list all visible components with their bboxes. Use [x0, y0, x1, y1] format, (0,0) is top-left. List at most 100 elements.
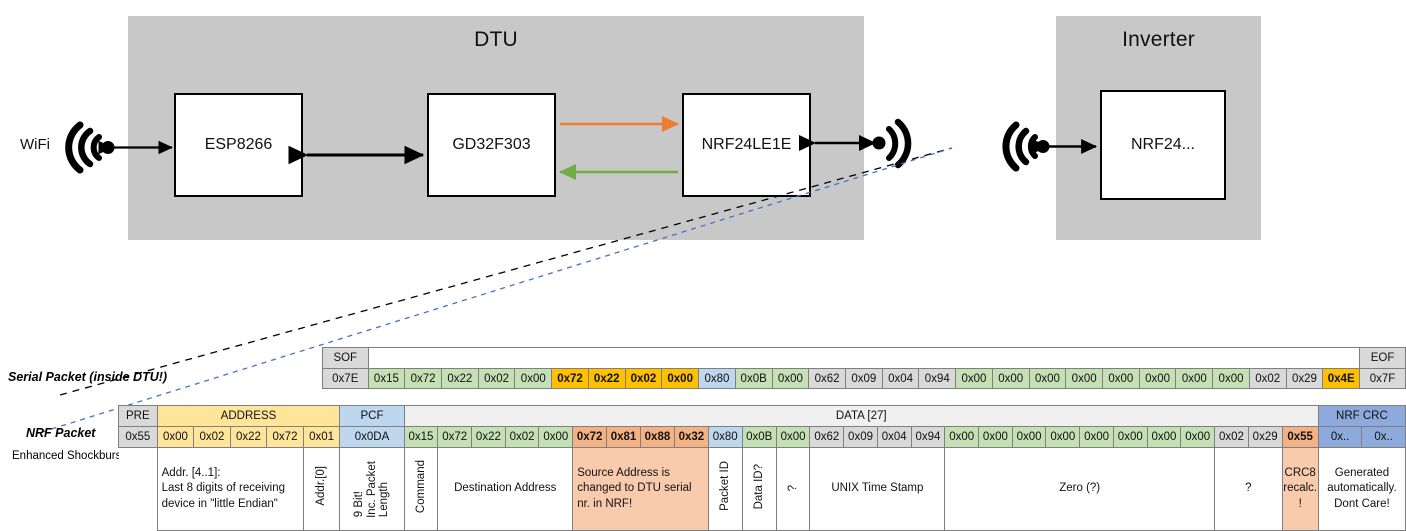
serial-byte-15: 0x94 [918, 368, 957, 389]
serial-byte-17: 0x00 [991, 368, 1030, 389]
serial-header-spacer [367, 347, 1361, 369]
desc-pcf-line3: Length [378, 482, 391, 518]
serial-sof-value: 0x7E [322, 368, 369, 389]
serial-byte-26: 0x4E [1322, 368, 1361, 389]
desc-crc8-line1: CRC8 [1284, 466, 1316, 479]
serial-eof-header: EOF [1359, 347, 1406, 369]
serial-header-row: SOF EOF [322, 347, 1406, 369]
nrf-pre-header: PRE [118, 405, 158, 427]
nrf-byte-7: 0x88 [640, 426, 675, 448]
nrf-byte-6: 0x81 [606, 426, 641, 448]
serial-byte-8: 0x00 [661, 368, 700, 389]
desc-source-line1: Source Address is [577, 466, 670, 479]
nrf-byte-17: 0x00 [978, 426, 1013, 448]
chip-nrf24-label: NRF24... [1130, 136, 1195, 153]
nrf-byte-24: 0x02 [1214, 426, 1249, 448]
inverter-title: Inverter [1122, 28, 1195, 51]
serial-byte-22: 0x00 [1175, 368, 1214, 389]
serial-byte-12: 0x62 [808, 368, 846, 389]
nrf-crc-byte-1: 0x.. [1361, 426, 1406, 448]
nrf-byte-22: 0x00 [1146, 426, 1182, 448]
nrf-byte-10: 0x0B [741, 426, 777, 448]
desc-command-label: Command [414, 459, 427, 513]
nrf-byte-8: 0x32 [673, 426, 709, 448]
serial-byte-5: 0x72 [551, 368, 589, 389]
nrf-byte-13: 0x09 [843, 426, 878, 448]
nrf-data-header: DATA [27] [403, 405, 1319, 427]
wifi-antenna-icon [65, 121, 115, 174]
desc-address-line2: Last 8 digits of receiving [161, 482, 286, 495]
desc-data-id-label: Data ID? [752, 463, 765, 509]
nrf-byte-25: 0x29 [1247, 426, 1283, 448]
nrf-crc-header: NRF CRC [1317, 405, 1406, 427]
serial-byte-4: 0x00 [514, 368, 553, 389]
desc-packet-id-label: Packet ID [718, 461, 731, 512]
nrf-byte-19: 0x00 [1045, 426, 1081, 448]
desc-crc8: CRC8 recalc.! [1281, 447, 1319, 531]
nrf-byte-21: 0x00 [1112, 426, 1148, 448]
desc-source-address: Source Address is changed to DTU serial nr… [572, 447, 709, 531]
chip-nrf24le1e: NRF24LE1E [682, 93, 811, 197]
serial-byte-18: 0x00 [1028, 368, 1067, 389]
nrf-crc-byte-0: 0x.. [1317, 426, 1363, 448]
serial-byte-9: 0x80 [698, 368, 736, 389]
desc-packet-id: Packet ID [707, 447, 743, 531]
wifi-label: WiFi [20, 136, 50, 153]
nrf-byte-14: 0x04 [876, 426, 912, 448]
desc-crc8-line2: recalc. [1283, 482, 1318, 495]
nrf-byte-15: 0x94 [910, 426, 946, 448]
nrf-address-byte-1: 0x02 [193, 426, 231, 448]
serial-byte-19: 0x00 [1065, 368, 1103, 389]
nrf-address-header: ADDRESS [156, 405, 341, 427]
nrf-address-byte-2: 0x22 [229, 426, 268, 448]
dtu-antenna-icon [872, 118, 912, 169]
desc-zero: Zero (?) [944, 447, 1216, 531]
dtu-title: DTU [474, 28, 518, 51]
nrf-address-byte-3: 0x72 [266, 426, 304, 448]
desc-addr0-label: Addr.[0] [315, 466, 328, 507]
desc-unix-time-stamp: UNIX Time Stamp [809, 447, 946, 531]
serial-byte-1: 0x72 [404, 368, 442, 389]
desc-crc8-line3: ! [1298, 497, 1302, 510]
desc-unknown-1-label: ? [786, 484, 799, 492]
nrf-byte-4: 0x00 [538, 426, 574, 448]
serial-byte-24: 0x02 [1248, 368, 1287, 389]
nrf-byte-16: 0x00 [944, 426, 980, 448]
desc-unknown-1: ? [775, 447, 811, 531]
chip-nrf24le1e-label: NRF24LE1E [701, 136, 792, 153]
serial-byte-7: 0x02 [624, 368, 663, 389]
nrf-byte-9: 0x80 [707, 426, 743, 448]
nrf-pcf-value: 0x0DA [339, 426, 405, 448]
desc-pcf-line2: Inc. Packet [365, 460, 378, 518]
serial-byte-16: 0x00 [955, 368, 993, 389]
nrf-packet-sub-label: Enhanced Shockburst [12, 450, 125, 462]
nrf-byte-12: 0x62 [809, 426, 845, 448]
serial-byte-21: 0x00 [1138, 368, 1177, 389]
nrf-byte-2: 0x22 [471, 426, 506, 448]
desc-pre-blank [118, 447, 158, 531]
desc-nrf-crc-line1: Generated [1334, 466, 1390, 479]
nrf-pre-value: 0x55 [118, 426, 158, 448]
desc-source-line2: changed to DTU serial [577, 482, 692, 495]
serial-byte-23: 0x00 [1212, 368, 1250, 389]
nrf-byte-18: 0x00 [1011, 426, 1047, 448]
serial-byte-25: 0x29 [1285, 368, 1324, 389]
desc-destination-address: Destination Address [437, 447, 574, 531]
chip-nrf24: NRF24... [1100, 90, 1226, 200]
chip-esp8266-label: ESP8266 [204, 136, 273, 153]
nrf-byte-20: 0x00 [1079, 426, 1114, 448]
desc-addr0: Addr.[0] [302, 447, 341, 531]
serial-byte-10: 0x0B [734, 368, 773, 389]
nrf-byte-0: 0x15 [403, 426, 439, 448]
nrf-byte-23: 0x00 [1180, 426, 1216, 448]
desc-nrf-crc-line2: automatically. [1327, 482, 1397, 495]
nrf-byte-11: 0x00 [775, 426, 811, 448]
desc-source-line3: nr. in NRF! [577, 497, 633, 510]
